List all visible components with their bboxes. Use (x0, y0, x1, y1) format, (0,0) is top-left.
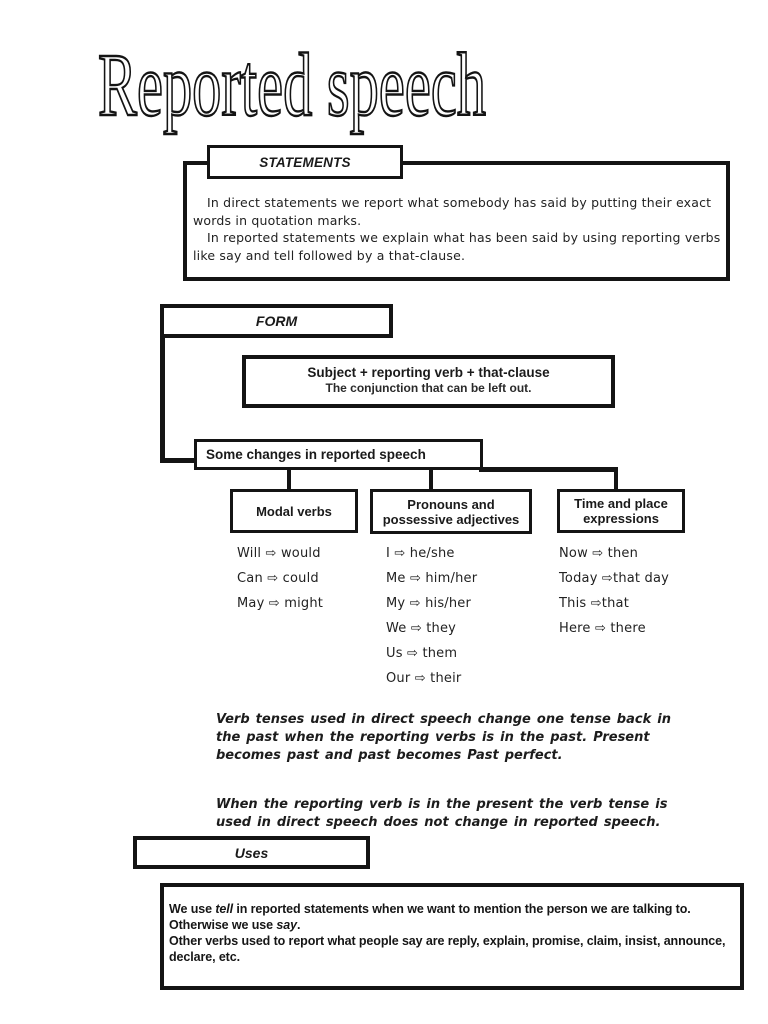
statements-paragraph: In direct statements we report what some… (193, 195, 712, 228)
time-place-item: Today ⇨that day (559, 571, 670, 586)
modal-verbs-item: May ⇨ might (237, 596, 324, 611)
statements-heading: STATEMENTS (259, 154, 351, 170)
uses-body: We use tell in reported statements when … (169, 901, 747, 965)
text-segment: We use (169, 902, 216, 916)
page-title-text: Reported speech (98, 42, 486, 135)
uses-heading-box: Uses (133, 836, 370, 869)
form-heading: FORM (255, 313, 298, 329)
pronouns-item: Me ⇨ him/her (386, 571, 478, 586)
form-rule-title: Subject + reporting verb + that-clause (307, 365, 550, 380)
time-place-item: This ⇨that (559, 596, 629, 611)
connector-drop-time (614, 472, 618, 489)
column-time-place-heading: Time and place expressions (574, 496, 668, 526)
pronouns-item: Our ⇨ their (386, 671, 462, 686)
statements-section-box (183, 161, 730, 281)
text-segment: . (296, 918, 301, 932)
text-segment: in reported statements when we want to m… (232, 902, 691, 916)
statements-heading-box: STATEMENTS (207, 145, 403, 179)
title-outline-art: Reported speech (97, 35, 487, 136)
uses-paragraph: Other verbs used to report what people s… (169, 933, 747, 965)
uses-content-box (160, 883, 744, 990)
modal-verbs-item: Can ⇨ could (237, 571, 319, 586)
connector-drop-pronouns (429, 470, 433, 489)
modal-verbs-item: Will ⇨ would (237, 546, 321, 561)
pronouns-item: I ⇨ he/she (386, 546, 455, 561)
column-modal-verbs-heading: Modal verbs (256, 503, 332, 519)
changes-heading: Some changes in reported speech (206, 447, 426, 462)
column-pronouns-box: Pronouns and possessive adjectives (370, 489, 532, 534)
pronouns-item: Us ⇨ them (386, 646, 458, 661)
uses-paragraph: Otherwise we use say. (169, 917, 747, 933)
uses-heading: Uses (234, 844, 269, 861)
uses-paragraph: We use tell in reported statements when … (169, 901, 747, 917)
connector-rail (479, 467, 618, 472)
changes-heading-box: Some changes in reported speech (194, 439, 483, 470)
pronouns-list: I ⇨ he/she Me ⇨ him/her My ⇨ his/her We ⇨ t… (386, 546, 477, 696)
text-segment: tell (215, 902, 233, 916)
text-segment: say (276, 918, 297, 932)
form-heading-box: FORM (160, 304, 393, 338)
present-tense-note: When the reporting verb is in the presen… (216, 797, 668, 830)
pronouns-item: We ⇨ they (386, 621, 457, 636)
page-title: Reported speech (92, 35, 522, 152)
connector-form-vertical (160, 336, 165, 463)
column-pronouns-heading: Pronouns and possessive adjectives (382, 496, 520, 527)
text-segment: Other verbs used to report what people s… (169, 934, 726, 964)
column-time-place-box: Time and place expressions (557, 489, 685, 533)
text-segment: Otherwise we use (169, 918, 277, 932)
connector-form-horizontal (160, 458, 197, 463)
statements-paragraph: In reported statements we explain what h… (193, 230, 721, 263)
form-rule-box: Subject + reporting verb + that-clause T… (242, 355, 615, 408)
connector-drop-modal (287, 470, 291, 489)
time-place-item: Now ⇨ then (559, 546, 639, 561)
column-modal-verbs-box: Modal verbs (230, 489, 358, 533)
pronouns-item: My ⇨ his/her (386, 596, 472, 611)
form-rule-note: The conjunction that can be left out. (325, 381, 532, 395)
tense-change-note: Verb tenses used in direct speech change… (216, 712, 671, 763)
statements-body: In direct statements we report what some… (193, 194, 728, 264)
time-place-item: Here ⇨ there (559, 621, 646, 636)
